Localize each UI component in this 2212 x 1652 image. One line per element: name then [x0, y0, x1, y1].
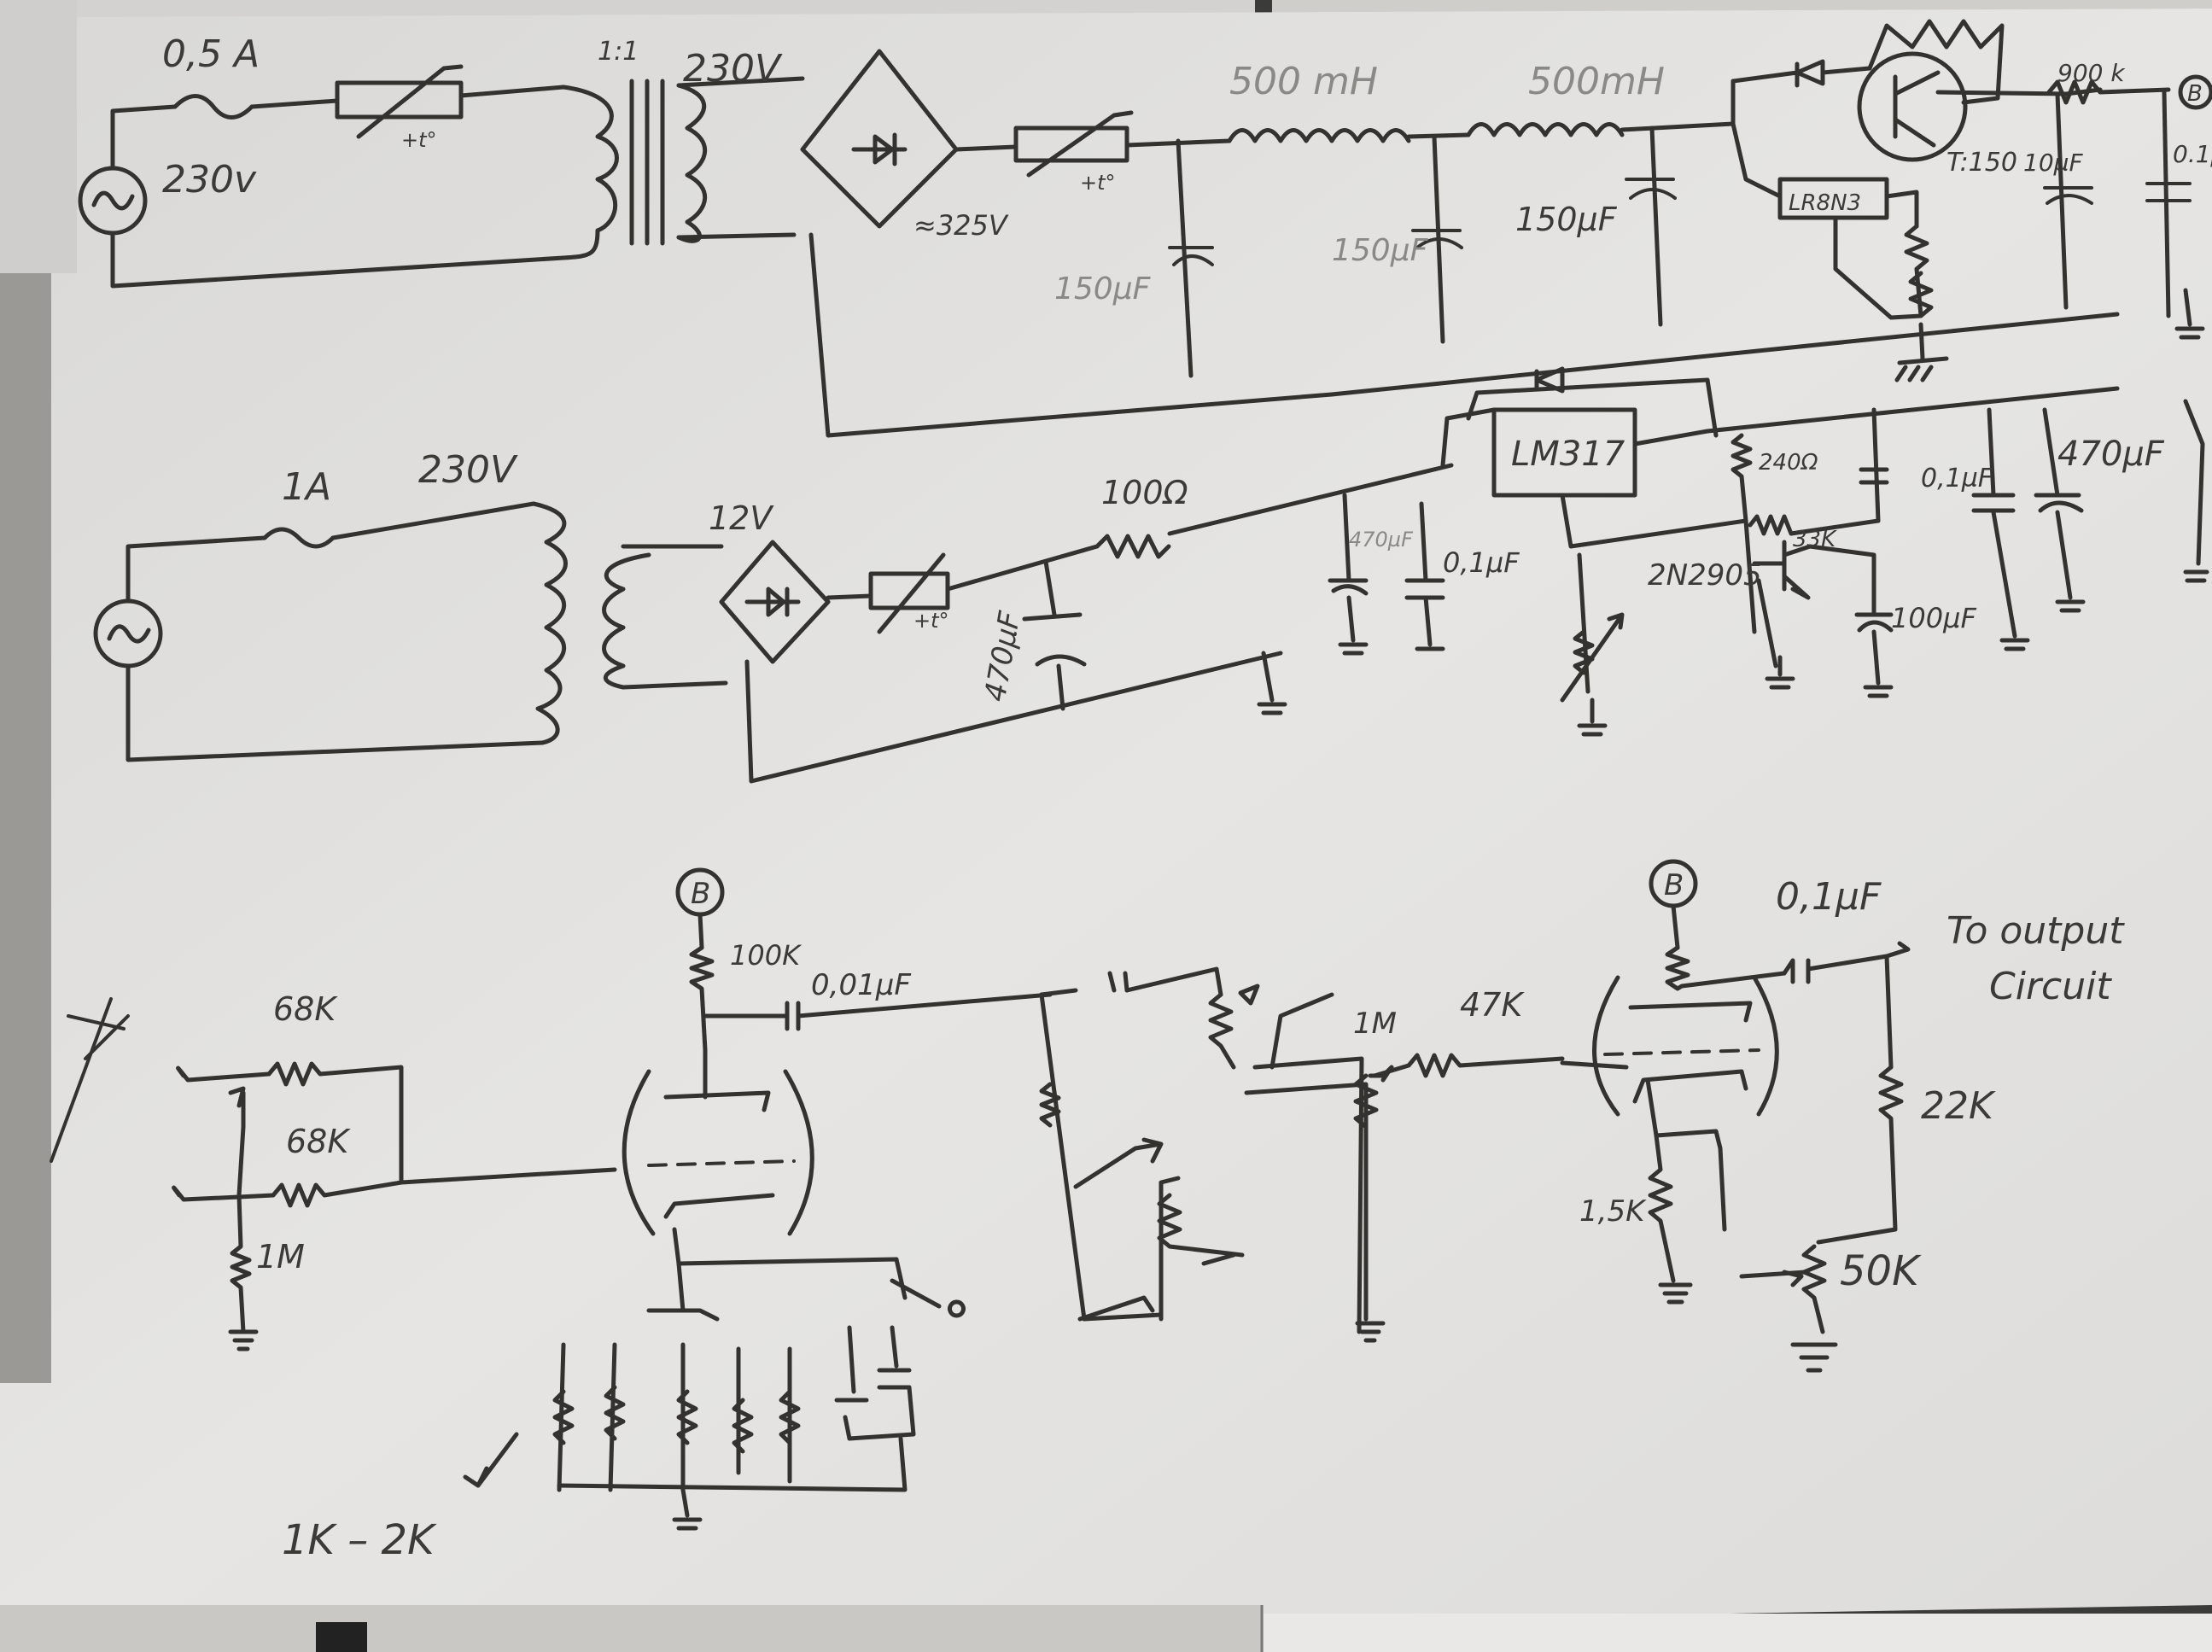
cap1-label: 150µF: [1054, 271, 1152, 306]
cap8-label: 0,1µF: [1443, 546, 1520, 579]
inductor-2: [1466, 122, 1625, 137]
res7-label: 68K: [286, 1123, 351, 1160]
node-b2-label: B: [691, 877, 710, 911]
transistor2-label: 2N2905: [1648, 558, 1762, 593]
triode-2: [1592, 975, 1779, 1117]
ntc3-label: +t°: [913, 609, 949, 633]
cap2-label: 150µF: [1332, 233, 1429, 268]
inductor-1: [1227, 128, 1411, 143]
node-b-1: [2178, 74, 2212, 110]
bridge-rectifier-1: [800, 49, 959, 229]
cap5-label: 0.1µ: [2173, 140, 2212, 168]
res9-label: 1M: [1353, 1007, 1397, 1041]
node-b1-label: B: [2187, 81, 2203, 107]
ratio-label: 1:1: [598, 37, 639, 67]
fuse2-label: 1A: [282, 465, 331, 509]
cap12-label: 0,01µF: [811, 968, 911, 1002]
inductor1-label: 500 mH: [1229, 60, 1378, 103]
node-b3-label: B: [1664, 868, 1684, 902]
ground-1: [1894, 322, 1949, 382]
inductor2-label: 500mH: [1528, 60, 1665, 103]
hv-power-supply: [78, 19, 2212, 438]
fuse-1: [172, 94, 254, 120]
input-jack-2: [172, 1185, 242, 1202]
res3-label: 240Ω: [1759, 450, 1818, 476]
resistor-100ohm: [1094, 534, 1171, 559]
res12-label: 1,5K: [1579, 1194, 1647, 1229]
labels: 0,5 A 230v 1:1 230V +t° +t° ≈325V 500 mH…: [162, 32, 2212, 1564]
reg-lr8n3-label: LR8N3: [1789, 190, 1861, 216]
pass-transistor-1: [1857, 51, 1968, 162]
output2-label: Circuit: [1989, 965, 2112, 1008]
ntc1-label: +t°: [401, 128, 437, 152]
res2-label: 100Ω: [1101, 474, 1188, 511]
primary2-label: 230V: [418, 448, 518, 492]
thermistor-1: [335, 64, 464, 139]
res10-label: 47K: [1460, 986, 1525, 1024]
res4-label: 33K: [1793, 527, 1837, 552]
cap10-label: 470µF: [2057, 435, 2165, 474]
dc-voltage-label: ≈325V: [913, 209, 1009, 242]
cap11-label: 100µF: [1891, 602, 1976, 634]
res5-label: 100K: [730, 939, 803, 972]
lv-power-supply: [93, 366, 2209, 784]
res11-label: 22K: [1921, 1084, 1996, 1128]
range-label: 1K – 2K: [282, 1516, 437, 1564]
fuse1-label: 0,5 A: [162, 32, 260, 76]
transformer-1: [629, 79, 665, 246]
transistor1-label: T:150: [1946, 148, 2017, 178]
cap4-label: 10µF: [2023, 149, 2083, 177]
transistor-2n2905: [1752, 540, 1812, 600]
secondary1-label: 230V: [683, 47, 783, 90]
cap3-label: 150µF: [1515, 201, 1618, 238]
triode-1: [622, 1069, 814, 1236]
reg-lm317-label: LM317: [1511, 435, 1625, 474]
res1-label: 900 k: [2057, 59, 2126, 87]
input-jack-1: [176, 1065, 225, 1083]
cap13-label: 0,1µF: [1776, 875, 1882, 919]
output-label: To output: [1946, 909, 2125, 953]
source1-label: 230v: [162, 158, 257, 201]
cap9-label: 0,1µF: [1921, 464, 1993, 493]
cap7-label: 470µF: [1349, 528, 1414, 552]
res13-label: 50K: [1840, 1247, 1922, 1295]
secondary2-label: 12V: [709, 499, 774, 537]
tube-preamp: [50, 859, 1911, 1531]
res6-label: 68K: [273, 990, 338, 1028]
bridge-rectifier-2: [719, 540, 831, 664]
ntc2-label: +t°: [1080, 171, 1116, 195]
res8-label: 1M: [256, 1238, 305, 1275]
